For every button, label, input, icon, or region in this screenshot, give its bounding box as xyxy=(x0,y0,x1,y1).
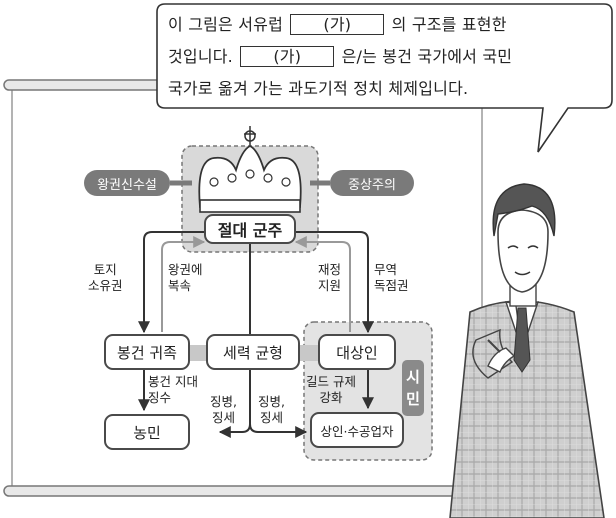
bubble-line-2-start: 것입니다. xyxy=(168,47,233,66)
artisans-node: 상인·수공업자 xyxy=(310,412,404,448)
blank-box: (가) xyxy=(240,46,335,67)
edge-label-levy-left-1: 징병, xyxy=(210,394,237,409)
absolute-monarch-node: 절대 군주 xyxy=(204,214,296,244)
edge-label-rent-1: 봉건 지대 xyxy=(148,374,198,389)
edge-label-finance-1: 재정 xyxy=(318,262,342,277)
edge-label-rent: 봉건 지대 징수 xyxy=(148,374,198,406)
peasants-node: 농민 xyxy=(104,414,190,450)
edge-label-trade: 무역 독점권 xyxy=(374,262,409,294)
bubble-line-1-start: 이 그림은 서유럽 xyxy=(168,15,284,34)
bubble-line-2-end: 은/는 봉건 국가에서 국민 xyxy=(341,47,513,66)
merchants-node: 대상인 xyxy=(318,334,396,370)
edge-label-guild-2: 강화 xyxy=(319,390,343,405)
edge-label-submit-1: 왕권에 xyxy=(168,262,203,277)
edge-label-finance-2: 지원 xyxy=(318,278,342,293)
feudal-nobles-node: 봉건 귀족 xyxy=(104,334,190,370)
edge-label-submit-2: 복속 xyxy=(168,278,192,293)
edge-label-levy-right: 징병, 징세 xyxy=(258,394,285,426)
edge-label-guild-1: 길드 규제 xyxy=(306,374,356,389)
edge-label-land-1: 토지 xyxy=(93,262,117,277)
mercantilism-pill: 중상주의 xyxy=(330,170,414,196)
crown-icon xyxy=(198,126,302,213)
edge-label-levy-left: 징병, 징세 xyxy=(210,394,237,426)
bubble-line-1-end: 의 구조를 표현한 xyxy=(391,15,507,34)
bubble-line-1: 이 그림은 서유럽 (가) 의 구조를 표현한 xyxy=(168,14,507,36)
edge-label-trade-1: 무역 xyxy=(374,262,398,277)
edge-label-trade-2: 독점권 xyxy=(374,278,409,293)
citizen-label-text: 시민 xyxy=(406,368,420,408)
edge-label-rent-2: 징수 xyxy=(148,390,172,405)
bubble-line-2: 것입니다. (가) 은/는 봉건 국가에서 국민 xyxy=(168,46,512,68)
edge-label-land-2: 소유권 xyxy=(88,278,123,293)
speech-bubble xyxy=(156,3,613,153)
edge-label-levy-right-2: 징세 xyxy=(259,410,283,425)
edge-label-submit: 왕권에 복속 xyxy=(168,262,203,294)
edge-label-levy-left-2: 징세 xyxy=(211,410,235,425)
edge-label-guild: 길드 규제 강화 xyxy=(306,374,356,406)
blank-box: (가) xyxy=(290,14,385,35)
bubble-line-3: 국가로 옮겨 가는 과도기적 정치 체제입니다. xyxy=(168,79,469,98)
divine-right-pill: 왕권신수설 xyxy=(84,170,170,196)
edge-label-land: 토지 소유권 xyxy=(88,262,123,294)
citizen-label: 시민 xyxy=(402,360,424,416)
edge-label-finance: 재정 지원 xyxy=(318,262,341,294)
balance-of-power-node: 세력 균형 xyxy=(206,334,300,370)
teacher-illustration xyxy=(449,183,605,518)
edge-label-levy-right-1: 징병, xyxy=(258,394,285,409)
